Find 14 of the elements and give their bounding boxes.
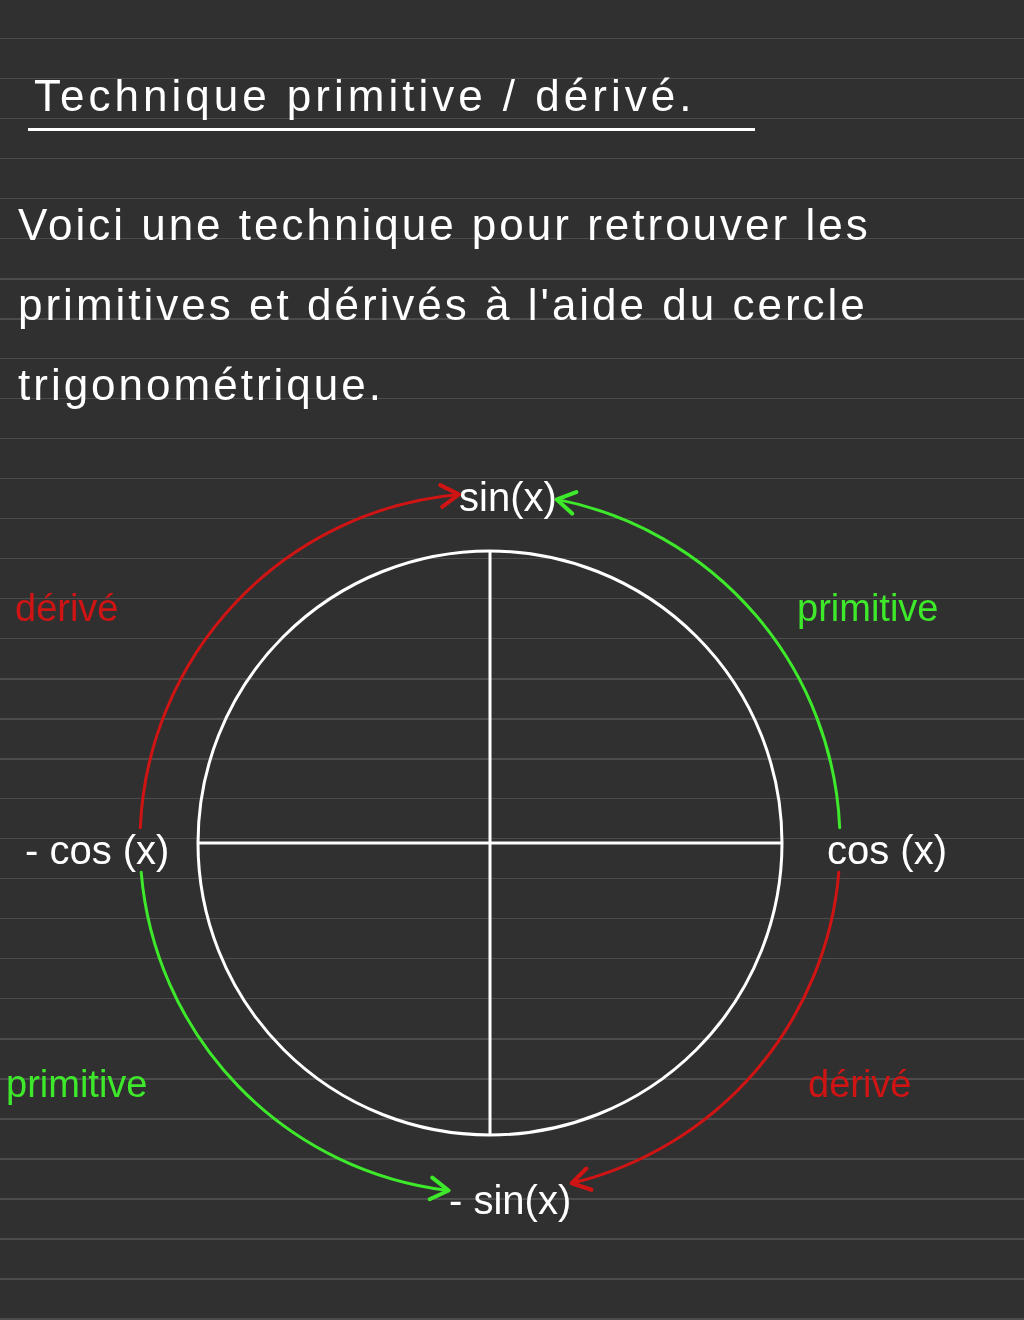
edge-label: dérivé <box>15 586 119 630</box>
title-heading: Technique primitive / dérivé. <box>28 70 756 131</box>
edge-label: primitive <box>6 1062 148 1106</box>
intro-paragraph: Voici une technique pour retrouver les primitives et dérivés à l'aide du cercle trigonométrique. <box>18 199 872 411</box>
formula-label: cos (x) <box>827 828 947 872</box>
curved-arrow <box>138 484 461 830</box>
curved-arrow <box>569 870 841 1191</box>
curved-arrow <box>554 491 842 830</box>
edge-label: primitive <box>797 586 939 630</box>
formula-label: sin(x) <box>459 475 557 519</box>
formula-label: - sin(x) <box>449 1178 572 1222</box>
edge-label: dérivé <box>808 1062 912 1106</box>
formula-label: - cos (x) <box>25 828 170 872</box>
curved-arrow <box>139 870 451 1201</box>
